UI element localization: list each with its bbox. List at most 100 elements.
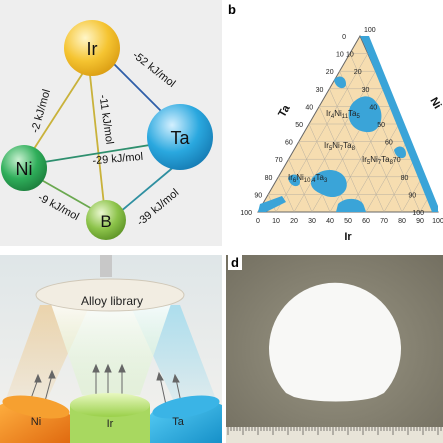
node-ir: Ir	[64, 20, 120, 76]
left-tick: 60	[285, 140, 293, 147]
panel-d-wafer-photo: d	[226, 255, 443, 443]
alloy-library-disk	[35, 278, 185, 312]
bottom-tick: 50	[344, 218, 352, 225]
node-b: B	[86, 200, 126, 240]
right-tick: 20	[354, 69, 362, 76]
substrate-holder-post	[100, 255, 112, 277]
ternary-grid-line	[383, 159, 415, 213]
left-tick: 20	[326, 69, 334, 76]
ruler-ticks	[227, 427, 442, 435]
left-tick: 100	[240, 210, 252, 217]
energy-label-ir-ni: -2 kJ/mol	[29, 88, 53, 134]
target-ni-label: Ni	[31, 416, 41, 428]
bottom-tick: 20	[290, 218, 298, 225]
ternary-grid-line	[339, 71, 403, 213]
left-tick: 90	[254, 192, 262, 199]
bottom-tick: 60	[362, 218, 370, 225]
wafer	[269, 282, 401, 402]
energy-label-ir-ta: -52 kJ/mol	[130, 49, 177, 90]
phase-regions	[258, 36, 438, 212]
composition-label-3: Ir5Ni7Ta8	[362, 155, 394, 166]
axis-title-ir: Ir	[344, 231, 352, 243]
target-ta: Ta	[150, 395, 222, 443]
node-ta: Ta	[147, 104, 213, 170]
right-tick: 30	[362, 87, 370, 94]
left-tick: 40	[305, 104, 313, 111]
right-tick: 10	[346, 52, 354, 59]
node-ni-label: Ni	[16, 159, 33, 179]
bottom-tick: 90	[416, 218, 424, 225]
right-tick: 0	[342, 34, 346, 41]
target-ni: Ni	[0, 395, 70, 443]
phase-region-bottom	[336, 198, 366, 212]
node-b-label: B	[100, 212, 111, 231]
edge-ir-b	[89, 74, 105, 206]
edge-ni-ta	[43, 143, 157, 163]
panel-c-sputtering-schematic: Alloy library Ni Ta Ir	[0, 255, 222, 443]
bottom-axis-ticks: 0 10 20 30 40 50 60 70 80 90 100	[256, 218, 443, 225]
right-tick: 60	[385, 140, 393, 147]
left-tick: 10	[336, 52, 344, 59]
ternary-grid-line	[293, 71, 376, 213]
right-tick: 70	[393, 157, 401, 164]
node-ta-label: Ta	[170, 128, 190, 148]
composition-label-1: Ir4Ni11Ta5	[326, 109, 360, 120]
node-ir-label: Ir	[87, 39, 98, 59]
right-tick: 40	[369, 104, 377, 111]
bottom-tick: 100	[432, 218, 443, 225]
target-ta-label: Ta	[172, 416, 185, 428]
plume-ir	[50, 301, 172, 395]
panel-a-binary-interaction-diagram: -52 kJ/mol -2 kJ/mol -11 kJ/mol -29 kJ/m…	[0, 0, 222, 246]
left-tick: 80	[265, 175, 273, 182]
phase-region-center	[348, 96, 382, 133]
axis-title-ta: Ta	[276, 102, 293, 119]
right-axis-ticks: 0 10 20 30 40 50 60 70 80 90 100	[342, 34, 424, 217]
edge-ir-ni	[29, 61, 91, 156]
ternary-grid-line	[288, 159, 313, 213]
ternary-grid-line	[308, 123, 349, 213]
phase-region-left-band	[258, 196, 286, 212]
ternary-plot: Ir4Ni11Ta5 Ir5Ni7Ta8 Ir5Ni7Ta8 Ir6Ni10.4…	[240, 27, 443, 243]
left-axis-ticks: 10 20 30 40 50 60 70 80 90 100	[240, 52, 344, 217]
phase-region-lower	[310, 169, 347, 198]
axis-title-ni: Ni	[427, 96, 443, 112]
bottom-tick: 40	[326, 218, 334, 225]
alloy-library-label: Alloy library	[81, 294, 143, 308]
node-ni: Ni	[1, 145, 47, 191]
bottom-tick: 70	[380, 218, 388, 225]
phase-region-small-3	[288, 174, 300, 187]
panel-label-d: d	[228, 255, 242, 270]
tick-top: 100	[364, 27, 376, 34]
phase-region-small-2	[394, 146, 406, 159]
right-tick: 100	[412, 210, 424, 217]
left-tick: 70	[275, 157, 283, 164]
sputtering-schematic: Alloy library Ni Ta Ir	[0, 255, 222, 443]
right-tick: 50	[377, 122, 385, 129]
right-tick: 80	[401, 175, 409, 182]
right-tick: 90	[408, 192, 416, 199]
bottom-tick: 80	[398, 218, 406, 225]
target-ir: Ir	[70, 393, 150, 443]
ternary-grid-line	[349, 53, 421, 213]
left-tick: 30	[316, 87, 324, 94]
ternary-grid-line	[347, 123, 400, 213]
phase-region-small-1	[334, 76, 346, 89]
wafer-photo	[226, 255, 443, 443]
composition-label-2: Ir5Ni7Ta8	[324, 141, 356, 152]
ternary-grid-line	[329, 88, 385, 213]
edge-b-ta	[119, 164, 177, 213]
bottom-tick: 30	[308, 218, 316, 225]
composition-label-4: Ir6Ni10.4Ta3	[288, 173, 328, 184]
interaction-diagram: -52 kJ/mol -2 kJ/mol -11 kJ/mol -29 kJ/m…	[1, 20, 213, 240]
ternary-grid-line	[275, 53, 369, 213]
edge-ni-b	[37, 177, 95, 211]
energy-label-ir-b: -11 kJ/mol	[97, 94, 116, 145]
panel-label-b: b	[228, 2, 236, 17]
bottom-tick: 0	[256, 218, 260, 225]
composition-labels: Ir4Ni11Ta5 Ir5Ni7Ta8 Ir5Ni7Ta8 Ir6Ni10.4…	[288, 109, 394, 184]
phase-region-edge-right	[360, 36, 438, 212]
left-tick: 50	[295, 122, 303, 129]
target-ir-label: Ir	[107, 418, 114, 430]
ruler	[226, 427, 443, 443]
energy-label-ni-ta: -29 kJ/mol	[92, 151, 144, 167]
